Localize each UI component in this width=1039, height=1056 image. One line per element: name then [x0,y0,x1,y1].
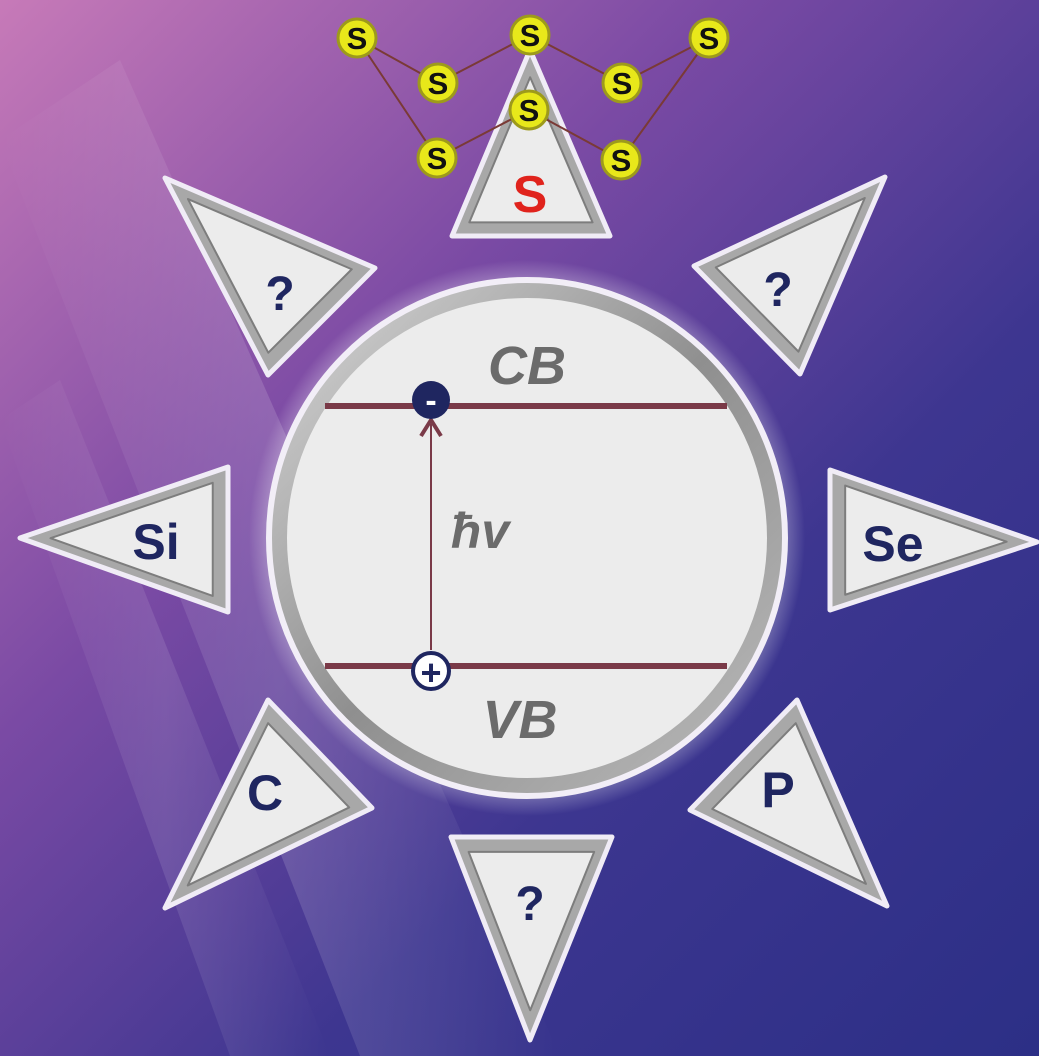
wedge-label-upper-left: ? [265,268,294,321]
bond [356,37,438,159]
circle-face [287,298,767,778]
wedge-lower-right: P [687,697,890,909]
wedge-label-lower-right: P [761,762,794,818]
wedge-face [49,481,214,597]
wedge-face [844,484,1008,596]
sulfur-atom [417,62,459,104]
hole-marker [411,651,451,691]
wedge-face [468,76,594,224]
wedge-face [186,722,351,887]
wedge-face [711,722,867,885]
sulfur-atom-label: S [612,66,633,101]
wedge-right: Se [827,467,1039,613]
wedge-label-top: S [513,166,548,224]
wedge-upper-left: ? [162,175,378,378]
wedge-label-left: Si [132,514,179,570]
element-wedges: S? SeP? C Si? [17,47,1039,1043]
valence-band-label: VB [482,690,557,750]
wedge-label-lower-left: C [247,765,283,821]
electron-marker [412,381,450,419]
s8-molecule: S S S S S S S S [336,14,730,181]
wedge-bottom: ? [448,834,615,1043]
wedge-lower-left: C [162,697,375,911]
wedge-top: S [449,47,613,239]
sulfur-atom-label: S [427,141,448,176]
sulfur-atom [509,14,551,56]
conduction-band-label: CB [488,336,566,396]
bond [620,37,710,161]
wedge-face [186,198,353,354]
wedge-label-bottom: ? [515,878,544,931]
sulfur-atom [601,62,643,104]
wedge-face [467,850,596,1012]
sulfur-atom [336,17,378,59]
hole-symbol: + [420,652,441,693]
sulfur-atom [508,89,550,131]
wedge-face [714,196,866,353]
band-diagram: - + CB VB ħv [249,260,805,816]
sulfur-atom-label: S [428,66,449,101]
sulfur-atom [416,137,458,179]
sulfur-atom [688,17,730,59]
wedge-label-right: Se [862,516,923,572]
electron-symbol: - [425,382,436,420]
sulfur-atom-label: S [347,21,368,56]
excitation-label: ħv [451,503,513,559]
wedge-label-upper-right: ? [763,264,792,317]
sulfur-atom-label: S [611,143,632,178]
sulfur-atom-label: S [519,93,540,128]
wedge-upper-right: ? [691,174,888,377]
sulfur-atom-label: S [520,18,541,53]
sulfur-atom-label: S [699,21,720,56]
sulfur-atom [600,139,642,181]
wedge-left: Si [17,464,231,615]
